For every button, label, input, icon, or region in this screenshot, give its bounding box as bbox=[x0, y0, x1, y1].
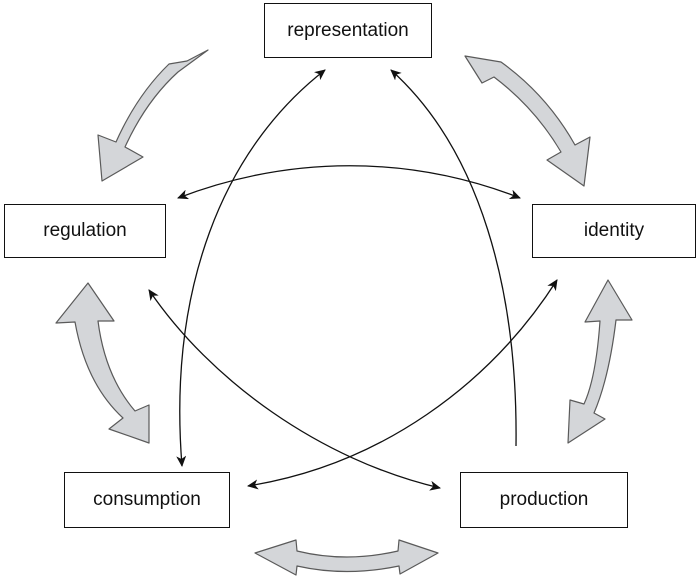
block-arrow-representation-regulation bbox=[97, 49, 209, 182]
block-arrow-identity-production bbox=[567, 279, 633, 444]
node-label: representation bbox=[287, 19, 409, 41]
node-label: identity bbox=[583, 220, 645, 241]
node-representation: representation bbox=[264, 3, 432, 58]
node-identity: identity bbox=[532, 204, 696, 258]
node-consumption: consumption bbox=[64, 472, 230, 528]
node-production: production bbox=[460, 472, 628, 528]
block-arrow-consumption-production bbox=[254, 539, 439, 576]
block-arrow-representation-identity bbox=[464, 55, 591, 187]
node-label: consumption bbox=[93, 489, 201, 510]
arrow-regulation-identity bbox=[177, 165, 521, 200]
block-arrow-regulation-consumption bbox=[55, 282, 150, 444]
arrow-identity-consumption bbox=[247, 279, 558, 490]
node-label: regulation bbox=[43, 220, 127, 241]
arrow-representation-consumption bbox=[176, 69, 326, 467]
node-regulation: regulation bbox=[4, 204, 166, 258]
arrow-representation-production bbox=[390, 69, 517, 447]
node-label: production bbox=[499, 489, 589, 510]
arrow-regulation-production bbox=[148, 289, 441, 491]
